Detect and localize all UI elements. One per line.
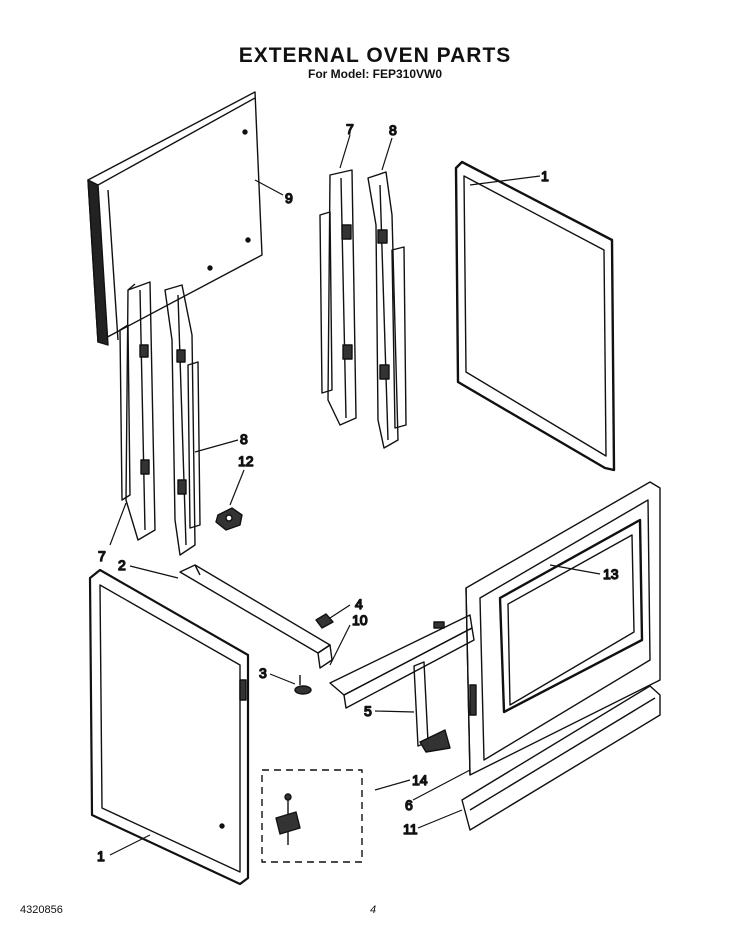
page-number: 4 <box>370 904 377 916</box>
model-subtitle: For Model: FEP310VW0 <box>307 67 443 81</box>
part-12-bracket <box>215 507 243 531</box>
part-13-window-frame <box>498 518 644 714</box>
part-11-kick-strip <box>461 685 661 831</box>
part-1-upper-frame <box>454 160 616 472</box>
callout-14: 14 <box>412 772 428 788</box>
callout-1-top: 1 <box>541 168 549 184</box>
callout-11: 11 <box>403 821 418 837</box>
part-8-top-hinge-rail <box>367 171 407 449</box>
part-14-kit-box <box>261 769 363 863</box>
part-4-clip <box>315 613 334 629</box>
callout-7-top: 7 <box>346 121 354 137</box>
callout-6: 6 <box>405 797 413 813</box>
part-5-vertical-bracket <box>413 661 451 753</box>
callout-13: 13 <box>603 566 619 582</box>
page-title: EXTERNAL OVEN PARTS <box>238 44 512 67</box>
part-10-cross-rail <box>329 614 475 709</box>
callout-8-top: 8 <box>389 122 397 138</box>
part-3-screw <box>294 675 312 695</box>
part-1-lower-panel <box>88 568 250 886</box>
callout-12: 12 <box>238 453 254 469</box>
part-6-front-frame <box>465 481 661 776</box>
callout-9: 9 <box>285 190 293 206</box>
document-number: 4320856 <box>20 904 63 916</box>
callout-3: 3 <box>259 665 267 681</box>
part-7-left-rail <box>119 281 156 541</box>
callout-5: 5 <box>364 703 372 719</box>
part-9-rear-panel <box>87 91 263 346</box>
callout-2: 2 <box>118 557 126 573</box>
callout-4: 4 <box>355 596 363 612</box>
part-2-front-rail <box>179 564 333 669</box>
leader-lines <box>109 134 601 856</box>
part-7-top-rail <box>319 169 357 426</box>
callout-7-left: 7 <box>98 548 106 564</box>
callout-10: 10 <box>352 612 368 628</box>
callout-1-bottom: 1 <box>97 848 105 864</box>
part-8-left-hinge-rail <box>164 284 201 556</box>
callout-8-left: 8 <box>240 431 248 447</box>
